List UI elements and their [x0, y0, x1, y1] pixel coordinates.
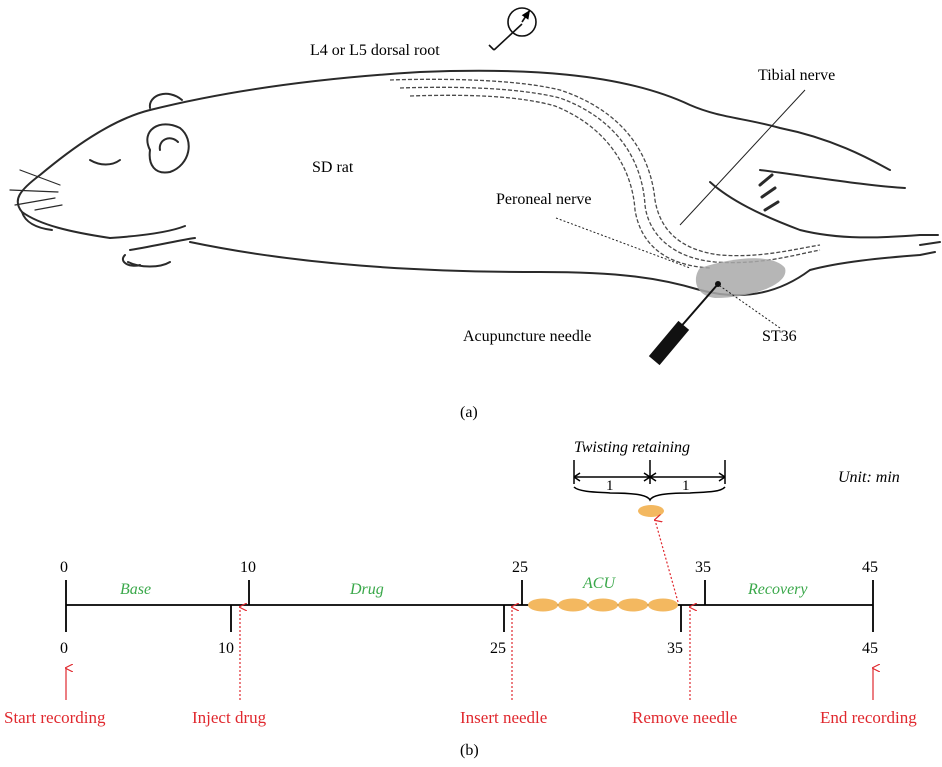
label-sd-rat: SD rat: [312, 159, 354, 176]
unit-label: Unit: min: [838, 469, 900, 486]
rat-hind-foot: [810, 235, 940, 270]
event-end-recording: End recording: [820, 708, 917, 727]
phase-drug: Drug: [349, 581, 384, 598]
rat-front-leg: [110, 226, 195, 267]
acupuncture-needle-graphic: [649, 281, 721, 365]
top-tick-label: 45: [862, 559, 878, 576]
acu-ellipse: [558, 599, 588, 612]
bottom-tick-label: 25: [490, 640, 506, 657]
event-remove-needle: Remove needle: [632, 708, 737, 727]
label-st36: ST36: [762, 328, 797, 345]
acu-ellipse: [618, 599, 648, 612]
top-tick-label: 35: [695, 559, 711, 576]
rat-illustration: [10, 71, 940, 295]
rat-tail: [760, 170, 905, 188]
phase-acu: ACU: [582, 575, 616, 592]
twisting-bracket: [574, 460, 725, 500]
caption-b: (b): [460, 742, 479, 759]
twist-link-arrow: [655, 520, 678, 602]
top-tick-label: 0: [60, 559, 68, 576]
rat-eye: [90, 160, 120, 165]
bottom-tick-label: 35: [667, 640, 683, 657]
acu-ellipse: [588, 599, 618, 612]
peroneal-nerve-leader: [556, 218, 690, 268]
event-insert-needle: Insert needle: [460, 708, 547, 727]
twisting-seg-2: 1: [682, 478, 690, 494]
label-dorsal-root: L4 or L5 dorsal root: [310, 42, 440, 59]
label-acupuncture-needle: Acupuncture needle: [463, 328, 591, 345]
acu-ellipse: [648, 599, 678, 612]
event-start-recording: Start recording: [4, 708, 106, 727]
bottom-tick-label: 0: [60, 640, 68, 657]
label-tibial-nerve: Tibial nerve: [758, 67, 835, 84]
twisting-retaining-label: Twisting retaining: [574, 439, 690, 456]
twisting-seg-1: 1: [606, 478, 614, 494]
rat-hind-leg: [710, 182, 920, 237]
nerve-paths: [390, 79, 820, 268]
rat-back-outline: [150, 71, 890, 170]
phase-base: Base: [120, 581, 151, 598]
caption-a: (a): [460, 404, 478, 421]
recording-electrode: [489, 8, 536, 50]
bottom-tick-label: 10: [218, 640, 234, 657]
top-tick-label: 25: [512, 559, 528, 576]
rat-whiskers: [10, 170, 62, 210]
rat-ear-inner: [160, 138, 178, 150]
label-peroneal-nerve: Peroneal nerve: [496, 191, 592, 208]
st36-region: [696, 258, 786, 298]
rat-hind-marks: [760, 175, 778, 210]
top-tick-label: 10: [240, 559, 256, 576]
acu-ellipse: [528, 599, 558, 612]
event-arrows: [66, 607, 873, 700]
bottom-tick-label: 45: [862, 640, 878, 657]
event-inject-drug: Inject drug: [192, 708, 267, 727]
rat-head-outline: [18, 110, 150, 238]
twist-ellipse: [638, 505, 664, 517]
rat-ear-front: [147, 124, 188, 172]
phase-recovery: Recovery: [747, 581, 808, 598]
acu-ellipses: [528, 599, 678, 612]
